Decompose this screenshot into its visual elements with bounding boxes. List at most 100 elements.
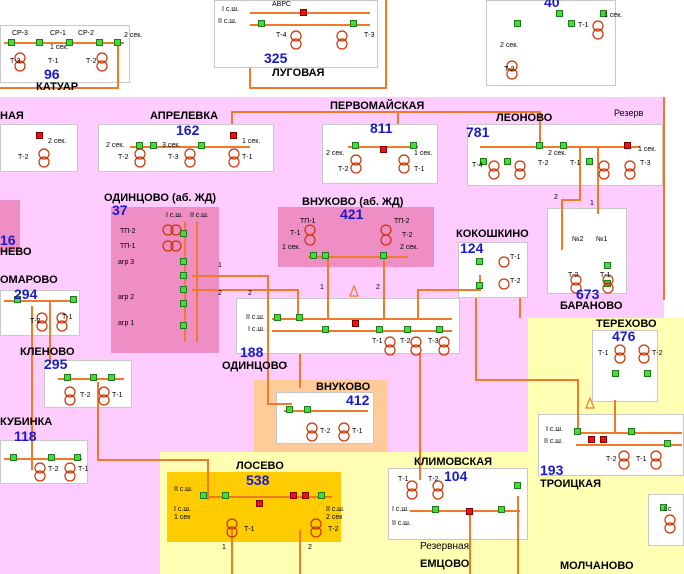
kubinka-name[interactable]: КУБИНКА <box>0 416 53 428</box>
switch[interactable] <box>90 374 97 381</box>
switch[interactable] <box>352 142 359 149</box>
lugovaya-number[interactable]: 325 <box>264 50 288 66</box>
reserve-name[interactable]: Резервная <box>420 541 469 552</box>
switch[interactable] <box>180 230 187 237</box>
switch[interactable] <box>304 406 311 413</box>
left-top-name[interactable]: НАЯ <box>0 110 24 122</box>
switch[interactable] <box>274 314 281 321</box>
switch[interactable] <box>180 272 187 279</box>
switch[interactable] <box>180 300 187 307</box>
switch[interactable] <box>586 158 593 165</box>
pervomaiskaya-name[interactable]: ПЕРВОМАЙСКАЯ <box>330 100 425 112</box>
klimovskaya-name[interactable]: КЛИМОВСКАЯ <box>414 456 493 468</box>
switch[interactable] <box>180 258 187 265</box>
switch[interactable] <box>70 296 77 303</box>
aprelevka-name[interactable]: АПРЕЛЕВКА <box>150 110 219 122</box>
klimovskaya-number[interactable]: 104 <box>444 468 468 484</box>
switch[interactable] <box>108 374 115 381</box>
komarovo-number[interactable]: 294 <box>14 286 38 302</box>
switch-open[interactable] <box>624 142 631 149</box>
switch[interactable] <box>380 252 387 259</box>
switch[interactable] <box>14 296 21 303</box>
switch-open[interactable] <box>600 436 607 443</box>
switch[interactable] <box>644 370 651 377</box>
switch[interactable] <box>604 262 611 269</box>
switch[interactable] <box>476 282 483 289</box>
vnukovo-name[interactable]: ВНУКОВО <box>316 381 371 393</box>
leonovo-number[interactable]: 781 <box>466 124 490 140</box>
switch-open[interactable] <box>352 320 359 327</box>
switch[interactable] <box>504 158 511 165</box>
left-16-name[interactable]: НЕВО <box>0 246 32 258</box>
klenovo-name[interactable]: КЛЕНОВО <box>20 346 75 358</box>
switch[interactable] <box>568 20 575 27</box>
switch-open[interactable] <box>230 132 237 139</box>
switch-open[interactable] <box>302 492 309 499</box>
switch[interactable] <box>286 406 293 413</box>
switch[interactable] <box>200 492 207 499</box>
kokoshkino-name[interactable]: КОКОШКИНО <box>456 228 529 240</box>
switch[interactable] <box>114 39 121 46</box>
switch[interactable] <box>310 252 317 259</box>
switch-open[interactable] <box>588 436 595 443</box>
switch[interactable] <box>574 428 581 435</box>
switch[interactable] <box>480 158 487 165</box>
switch-open[interactable] <box>36 132 43 139</box>
switch[interactable] <box>318 492 325 499</box>
switch[interactable] <box>198 142 205 149</box>
troitskaya-name[interactable]: ТРОИЦКАЯ <box>540 478 601 490</box>
switch[interactable] <box>498 506 505 513</box>
switch[interactable] <box>180 322 187 329</box>
switch[interactable] <box>514 482 521 489</box>
vnukovo-zhd-number[interactable]: 421 <box>340 206 364 222</box>
switch[interactable] <box>556 10 563 17</box>
kokoshkino-number[interactable]: 124 <box>460 240 484 256</box>
switch[interactable] <box>476 258 483 265</box>
switch[interactable] <box>322 326 329 333</box>
switch[interactable] <box>322 252 329 259</box>
terekhovo-name[interactable]: ТЕРЕХОВО <box>596 318 657 330</box>
switch-open[interactable] <box>290 492 297 499</box>
kubinka-number[interactable]: 118 <box>14 428 37 444</box>
switch[interactable] <box>514 20 521 27</box>
troitskaya-number[interactable]: 193 <box>540 462 564 478</box>
katuar-number[interactable]: 96 <box>44 66 60 82</box>
switch[interactable] <box>432 506 439 513</box>
switch[interactable] <box>612 370 619 377</box>
left-16-number[interactable]: 16 <box>0 232 16 248</box>
switch[interactable] <box>150 142 157 149</box>
terekhovo-number[interactable]: 476 <box>612 328 636 344</box>
top-right-number[interactable]: 40 <box>544 0 560 10</box>
switch[interactable] <box>36 39 43 46</box>
switch[interactable] <box>560 142 567 149</box>
switch[interactable] <box>222 492 229 499</box>
switch[interactable] <box>258 20 265 27</box>
switch[interactable] <box>404 326 411 333</box>
switch[interactable] <box>74 454 81 461</box>
vnukovo-zhd-name[interactable]: ВНУКОВО (аб. ЖД) <box>302 196 404 208</box>
switch-open[interactable] <box>380 146 387 153</box>
emtsovo-name[interactable]: ЕМЦОВО <box>420 558 470 570</box>
switch[interactable] <box>600 10 607 17</box>
losevo-number[interactable]: 538 <box>246 472 270 488</box>
switch[interactable] <box>628 428 635 435</box>
switch[interactable] <box>664 440 671 447</box>
switch[interactable] <box>96 39 103 46</box>
komarovo-name[interactable]: ОМАРОВО <box>0 274 58 286</box>
baranovo-name[interactable]: БАРАНОВО <box>560 300 623 312</box>
vnukovo-number[interactable]: 412 <box>346 392 370 408</box>
switch[interactable] <box>436 326 443 333</box>
lugovaya-name[interactable]: ЛУГОВАЯ <box>272 67 325 79</box>
switch[interactable] <box>180 286 187 293</box>
switch[interactable] <box>48 454 55 461</box>
molchanovo-name[interactable]: МОЛЧАНОВО <box>560 560 634 572</box>
pervomaiskaya-number[interactable]: 811 <box>370 120 393 136</box>
switch[interactable] <box>410 142 417 149</box>
switch[interactable] <box>64 374 71 381</box>
losevo-name[interactable]: ЛОСЕВО <box>236 460 284 472</box>
switch[interactable] <box>350 20 357 27</box>
baranovo-number[interactable]: 673 <box>576 286 600 302</box>
katuar-name[interactable]: КАТУАР <box>36 81 79 93</box>
switch[interactable] <box>376 326 383 333</box>
odintsovo-zhd-name[interactable]: ОДИНЦОВО (аб. ЖД) <box>104 192 217 204</box>
